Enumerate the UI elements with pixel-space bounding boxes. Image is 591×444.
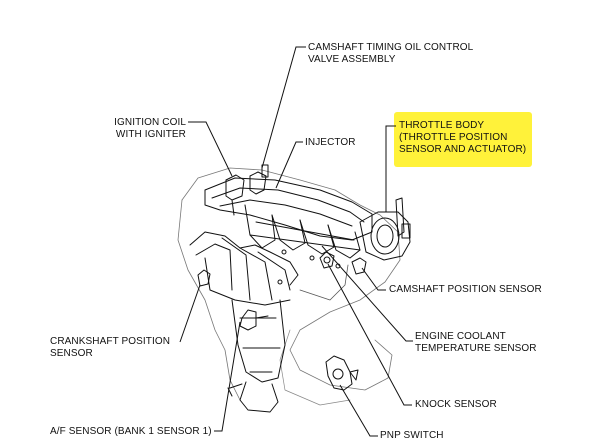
label-knock-sensor: KNOCK SENSOR <box>415 399 497 410</box>
engine-block-outline <box>181 167 401 391</box>
intake-manifold <box>244 204 276 249</box>
label-camshaft-position: CAMSHAFT POSITION SENSOR <box>389 284 542 295</box>
throttle-body <box>359 211 411 261</box>
leader-camshaft-position <box>361 267 386 291</box>
exhaust-manifold <box>189 231 299 286</box>
label-throttle-body: THROTTLE BODY (THROTTLE POSITION SENSOR … <box>399 120 527 155</box>
leader-crankshaft <box>179 284 201 343</box>
label-crankshaft-position: CRANKSHAFT POSITION SENSOR <box>50 336 171 359</box>
crankshaft-sensor <box>197 269 211 287</box>
label-injector: INJECTOR <box>305 137 356 148</box>
throttle-body-highlight <box>394 112 532 167</box>
camshaft-sensor <box>351 257 367 275</box>
label-ignition-coil: IGNITION COIL WITH IGNITER <box>114 117 186 140</box>
label-pnp-switch: PNP SWITCH <box>380 430 444 441</box>
ignition-coils <box>225 174 245 201</box>
label-camshaft-timing: CAMSHAFT TIMING OIL CONTROL VALVE ASSEMB… <box>308 42 474 65</box>
leader-throttle-body <box>385 125 396 212</box>
leader-knock <box>327 263 412 406</box>
label-af-sensor: A/F SENSOR (BANK 1 SENSOR 1) <box>50 426 212 437</box>
oil-pan-outline <box>279 329 351 406</box>
leader-lines <box>179 46 413 437</box>
leader-pnp <box>339 384 378 437</box>
leader-engine-coolant <box>321 245 413 342</box>
leader-camshaft-timing <box>261 46 306 169</box>
pnp-switch-shape <box>325 355 353 391</box>
valve-cover <box>204 177 373 241</box>
knock-sensor <box>319 251 335 269</box>
label-engine-coolant: ENGINE COOLANT TEMPERATURE SENSOR <box>415 331 537 354</box>
engine-lower-outline <box>177 199 241 401</box>
leader-injector <box>275 141 303 189</box>
leader-ignition-coil <box>188 121 233 177</box>
leader-af-sensor <box>214 321 241 432</box>
af-sensor <box>239 309 257 331</box>
catalytic-converter <box>231 299 286 383</box>
